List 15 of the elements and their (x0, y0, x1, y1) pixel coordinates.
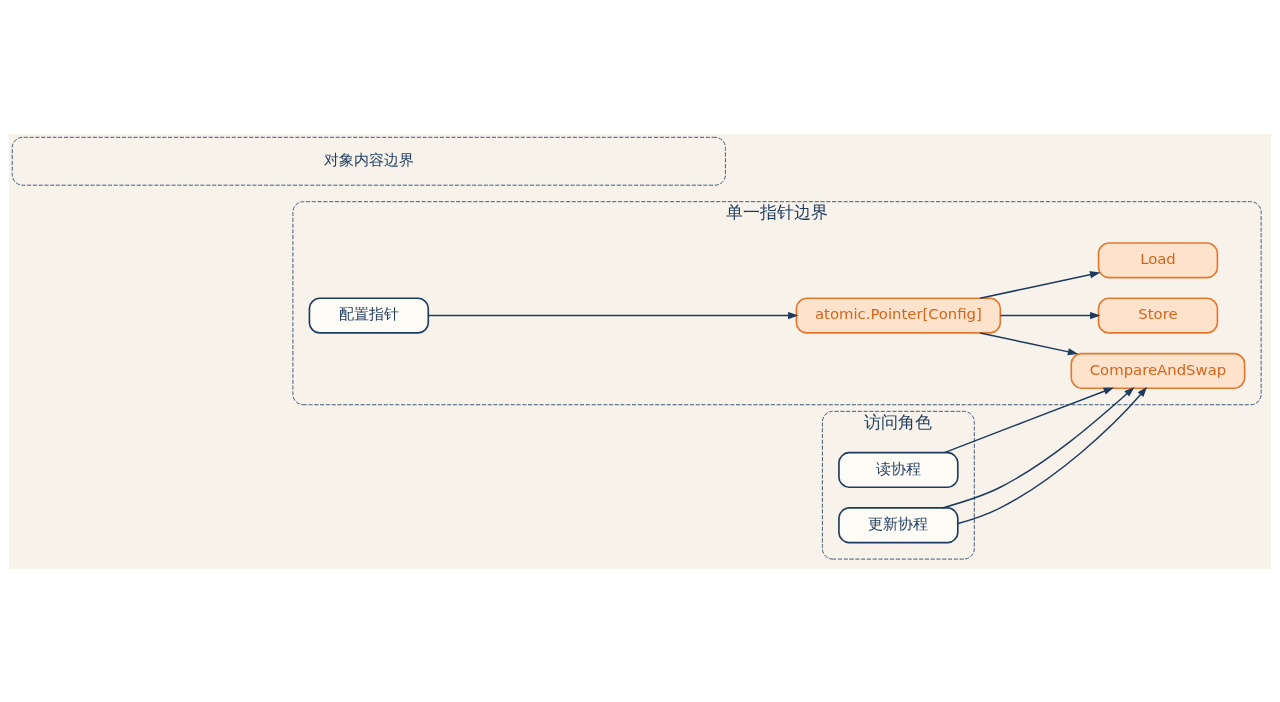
arrow (957, 386, 1148, 524)
node-box: 配置指针 (308, 296, 430, 334)
node-box: CompareAndSwap (1070, 352, 1246, 389)
node-box: atomic.Pointer[Config] (795, 296, 1002, 334)
arrow (999, 311, 1101, 319)
node-box: 读协程 (838, 451, 959, 488)
node-box: Load (1097, 241, 1219, 278)
arrow (979, 331, 1079, 355)
arrow (941, 386, 1135, 509)
node-box: Store (1097, 296, 1219, 334)
arrow (943, 386, 1115, 453)
arrow (427, 311, 799, 319)
node-box: 更新协程 (838, 506, 959, 543)
node-box: 对象内容边界 (11, 136, 726, 186)
arrow (979, 270, 1101, 299)
